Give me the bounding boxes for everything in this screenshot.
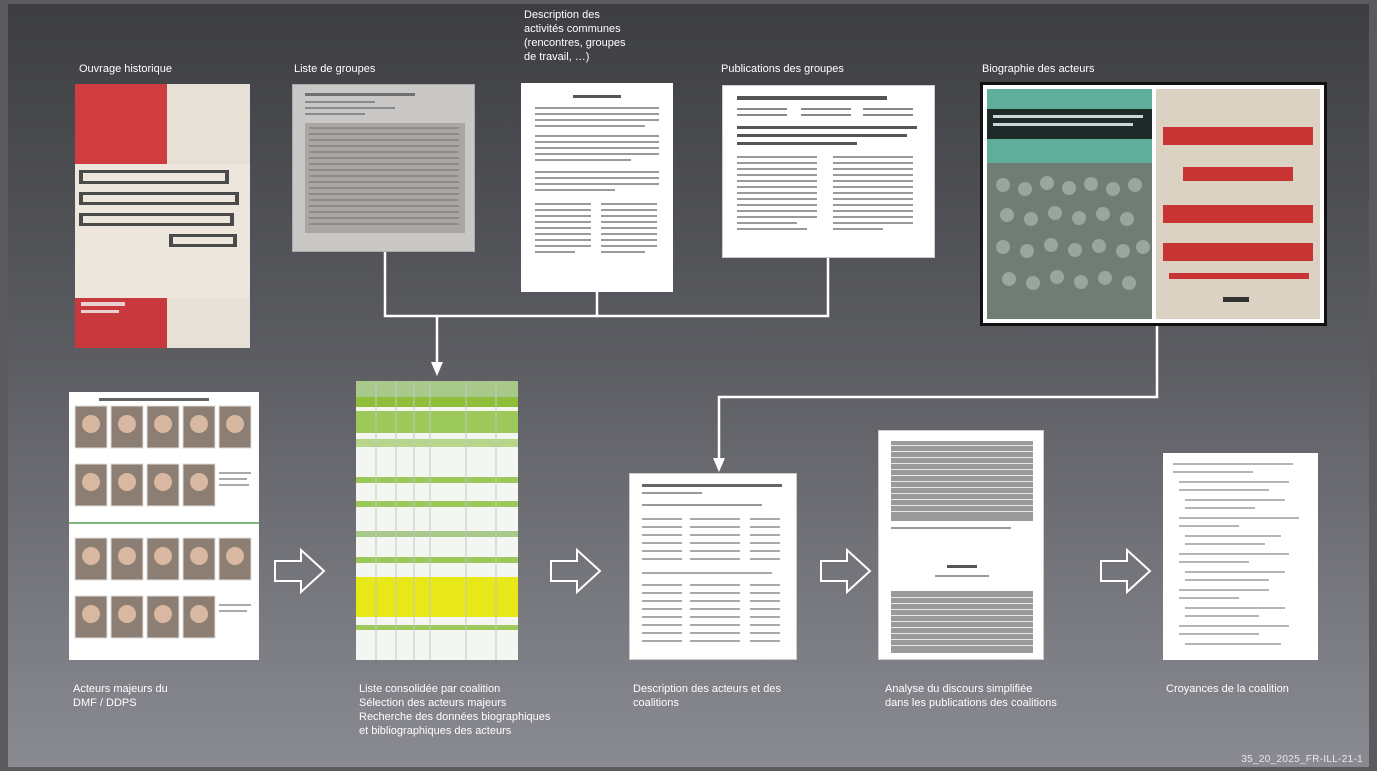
label-description-acteurs-line1: Description des acteurs et des [633, 683, 781, 695]
label-description-acteurs-line2: coalitions [633, 697, 679, 709]
book-cover-thumbnail [75, 84, 250, 348]
coalition-beliefs-thumbnail [1163, 453, 1318, 660]
actor-description-thumbnail [629, 473, 797, 660]
label-croyances: Croyances de la coalition [1166, 683, 1289, 695]
discourse-analysis-thumbnail [878, 430, 1044, 660]
label-publications: Publications des groupes [721, 63, 844, 75]
label-analyse-line2: dans les publications des coalitions [885, 697, 1057, 709]
label-description-line2: activités communes [524, 23, 621, 35]
step-arrow-icon [550, 548, 602, 594]
label-liste-de-groupes: Liste de groupes [294, 63, 376, 75]
label-acteurs-line1: Acteurs majeurs du [73, 683, 168, 695]
label-description-line4: de travail, …) [524, 51, 590, 63]
label-liste-consolidee-line2: Sélection des acteurs majeurs [359, 697, 507, 709]
label-liste-consolidee-line3: Recherche des données biographiques [359, 711, 551, 723]
actors-portraits-thumbnail [69, 392, 259, 660]
step-arrow-icon [820, 548, 872, 594]
label-ouvrage-historique: Ouvrage historique [79, 63, 172, 75]
consolidated-list-thumbnail [356, 381, 518, 660]
label-liste-consolidee-line1: Liste consolidée par coalition [359, 683, 501, 695]
label-analyse-line1: Analyse du discours simplifiée [885, 683, 1033, 695]
publications-thumbnail [722, 85, 935, 258]
activities-document-thumbnail [521, 83, 673, 292]
label-description-line3: (rencontres, groupes [524, 37, 626, 49]
biography-books-thumbnail [980, 82, 1327, 326]
step-arrow-icon [1100, 548, 1152, 594]
label-description-line1: Description des [524, 9, 600, 21]
group-list-thumbnail [292, 84, 475, 252]
label-liste-consolidee-line4: et bibliographiques des acteurs [359, 725, 512, 737]
label-acteurs-line2: DMF / DDPS [73, 697, 137, 709]
step-arrow-icon [274, 548, 326, 594]
slide-reference-code: 35_20_2025_FR-ILL-21-1 [1241, 754, 1363, 765]
label-biographie: Biographie des acteurs [982, 63, 1095, 75]
